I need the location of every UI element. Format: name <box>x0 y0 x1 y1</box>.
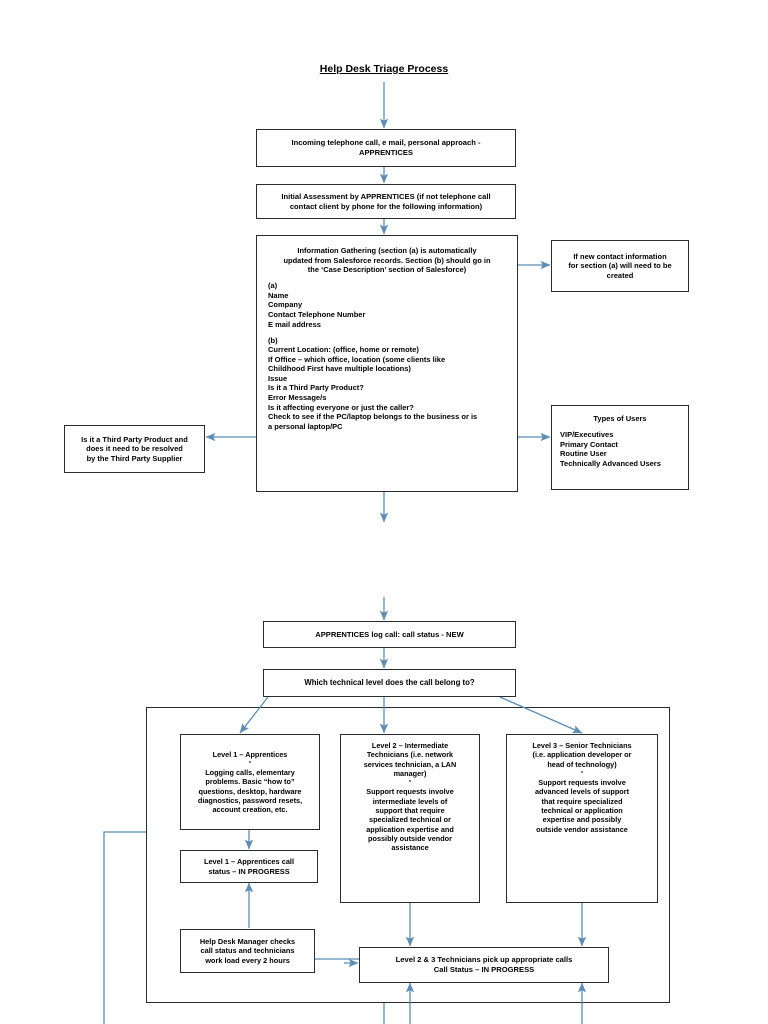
manager-check-line1: Help Desk Manager checks <box>199 936 296 946</box>
types-of-users-heading: Types of Users <box>593 414 647 423</box>
node-level-1-status[interactable]: Level 1 – Apprentices call status – IN P… <box>180 850 318 883</box>
info-gathering-section-a-item-2: Contact Telephone Number <box>268 309 366 319</box>
info-gathering-section-b-item-4: Is it a Third Party Product? <box>268 383 364 393</box>
node-initial-assessment[interactable]: Initial Assessment by APPRENTICES (if no… <box>256 184 516 219</box>
level1-body-line4: diagnostics, password resets, <box>197 795 303 805</box>
info-gathering-section-b-item-0: Current Location: (office, home or remot… <box>268 345 419 355</box>
types-of-users-item-0: VIP/Executives <box>560 429 614 439</box>
info-gathering-section-b-item-3: Issue <box>268 373 288 383</box>
node-new-contact-information[interactable]: If new contact information for section (… <box>551 240 689 292</box>
node-initial-assessment-line2: contact client by phone for the followin… <box>289 201 483 211</box>
info-gathering-section-a-item-3: E mail address <box>268 319 321 329</box>
level2-body-line2: intermediate levels of <box>372 796 448 806</box>
info-gathering-section-b-item-1: If Office – which office, location (some… <box>268 354 446 364</box>
new-contact-line3: created <box>606 270 634 280</box>
info-gathering-section-b-item-5: Error Message/s <box>268 393 327 403</box>
level2-heading-line1: Level 2 – Intermediate <box>371 741 449 750</box>
manager-check-line2: call status and technicians <box>200 946 295 956</box>
level23-pickup-line2: Call Status – IN PROGRESS <box>433 965 535 974</box>
level3-separator: - <box>580 766 584 776</box>
info-gathering-section-a-item-0: Name <box>268 290 289 300</box>
level2-body-line7: assistance <box>391 843 429 853</box>
level3-heading-line2: (i.e. application developer or <box>532 750 632 760</box>
level3-body-line2: advanced levels of support <box>534 787 630 797</box>
node-level-1[interactable]: Level 1 – Apprentices - Logging calls, e… <box>180 734 320 830</box>
level2-body-line3: support that require <box>375 805 445 815</box>
level1-body-line5: account creation, etc. <box>212 805 288 815</box>
types-of-users-item-2: Routine User <box>560 449 607 459</box>
info-gathering-section-b-item-8: a personal laptop/PC <box>268 421 343 431</box>
third-party-line3: by the Third Party Supplier <box>86 453 183 463</box>
node-initial-assessment-line1: Initial Assessment by APPRENTICES (if no… <box>281 191 491 201</box>
which-level-text: Which technical level does the call belo… <box>304 678 475 688</box>
level1-status-line2: status – IN PROGRESS <box>208 866 290 876</box>
info-gathering-heading-line3: the ‘Case Description’ section of Salesf… <box>307 265 467 275</box>
level3-body-line4: technical or application <box>541 805 623 815</box>
level1-body-line2: problems. Basic “how to” <box>205 777 295 787</box>
node-information-gathering[interactable]: Information Gathering (section (a) is au… <box>256 235 518 492</box>
level3-heading-line1: Level 3 – Senior Technicians <box>532 741 632 750</box>
level3-heading-line3: head of technology) <box>547 759 617 769</box>
node-level-3[interactable]: Level 3 – Senior Technicians (i.e. appli… <box>506 734 658 903</box>
info-gathering-section-b-item-7: Check to see if the PC/laptop belongs to… <box>268 412 478 422</box>
level2-heading-line4: manager) <box>393 768 427 778</box>
level3-body-line5: expertise and possibly <box>542 815 622 825</box>
manager-check-line3: work load every 2 hours <box>205 955 290 965</box>
level2-body-line5: application expertise and <box>366 824 454 834</box>
node-level-2[interactable]: Level 2 – Intermediate Technicians (i.e.… <box>340 734 480 903</box>
level3-body-line6: outside vendor assistance <box>536 824 628 834</box>
types-of-users-item-1: Primary Contact <box>560 439 618 449</box>
level23-pickup-line1: Level 2 & 3 Technicians pick up appropri… <box>395 955 573 965</box>
level1-body-line3: questions, desktop, hardware <box>198 786 302 796</box>
node-incoming-contact[interactable]: Incoming telephone call, e mail, persona… <box>256 129 516 167</box>
new-contact-line1: If new contact information <box>573 251 667 261</box>
third-party-line2: does it need to be resolved <box>86 444 183 454</box>
level1-heading: Level 1 – Apprentices <box>212 749 288 759</box>
level1-status-line1: Level 1 – Apprentices call <box>203 857 295 867</box>
info-gathering-section-a-label: (a) <box>268 281 278 291</box>
level2-separator: - <box>408 776 412 786</box>
node-incoming-contact-text: Incoming telephone call, e mail, persona… <box>291 138 481 157</box>
level3-body-line1: Support requests involve <box>538 777 626 787</box>
info-gathering-section-b-item-6: Is it affecting everyone or just the cal… <box>268 402 414 412</box>
node-help-desk-manager-check[interactable]: Help Desk Manager checks call status and… <box>180 929 315 973</box>
types-of-users-item-3: Technically Advanced Users <box>560 458 661 468</box>
level2-body-line6: possibly outside vendor <box>368 833 452 843</box>
level1-separator: - <box>248 756 252 766</box>
new-contact-line2: for section (a) will need to be <box>568 261 672 271</box>
node-level-2-3-pickup[interactable]: Level 2 & 3 Technicians pick up appropri… <box>359 947 609 983</box>
info-gathering-section-b-label: (b) <box>268 335 278 345</box>
info-gathering-section-a-item-1: Company <box>268 300 303 310</box>
page-title: Help Desk Triage Process <box>319 63 449 75</box>
info-gathering-section-b-item-2: Childhood First have multiple locations) <box>268 364 411 374</box>
technical-levels-container <box>146 707 670 1003</box>
info-gathering-heading-line2: updated from Salesforce records. Section… <box>283 255 491 265</box>
node-types-of-users[interactable]: Types of Users VIP/Executives Primary Co… <box>551 405 689 490</box>
node-which-technical-level[interactable]: Which technical level does the call belo… <box>263 669 516 697</box>
level2-body-line1: Support requests involve <box>366 787 454 797</box>
level2-body-line4: specialized technical or <box>369 815 451 825</box>
info-gathering-heading-line1: Information Gathering (section (a) is au… <box>297 246 477 255</box>
node-third-party-product[interactable]: Is it a Third Party Product and does it … <box>64 425 205 473</box>
level1-body-line1: Logging calls, elementary <box>205 767 295 777</box>
level3-body-line3: that require specialized <box>541 796 623 806</box>
level2-heading-line2: Technicians (i.e. network <box>366 750 454 760</box>
third-party-line1: Is it a Third Party Product and <box>81 434 188 444</box>
node-log-call[interactable]: APPRENTICES log call: call status - NEW <box>263 621 516 648</box>
log-call-text: APPRENTICES log call: call status - NEW <box>315 629 464 639</box>
level2-heading-line3: services technician, a LAN <box>363 759 457 769</box>
